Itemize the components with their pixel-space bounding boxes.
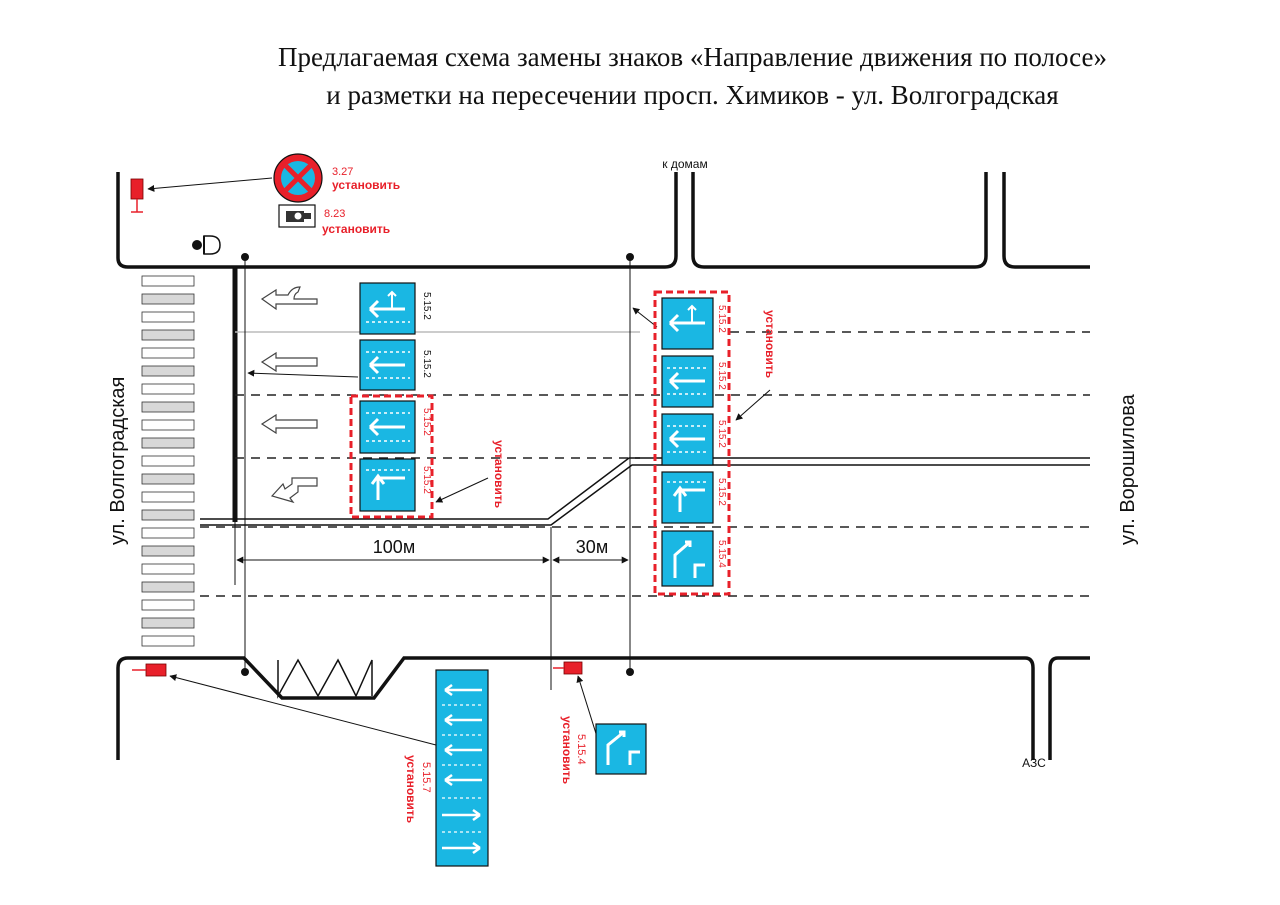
sign-code-r1: 5.15.2 (716, 305, 727, 333)
road-arrow-straight-2 (260, 413, 318, 435)
sign-code-r3: 5.15.2 (716, 420, 727, 448)
sign-5152-right-1 (661, 297, 714, 350)
sign-no-stopping-icon (273, 153, 323, 203)
poles (241, 253, 634, 690)
top-road-label: к домам (662, 157, 707, 171)
sign-code-2: 5.15.2 (421, 350, 432, 378)
sign-code-r2: 5.15.2 (716, 362, 727, 390)
sign-5152-second-left (359, 339, 416, 391)
diagram-title: Предлагаемая схема замены знаков «Направ… (0, 38, 1280, 114)
road-arrow-left-straight (260, 286, 318, 311)
sign-5152-right-4 (661, 471, 714, 524)
bottom-road-edge (116, 656, 1035, 760)
sign-327-code: 3.27 (332, 166, 353, 178)
sign-823-action: установить (322, 222, 390, 236)
sign-5152-third-left (359, 400, 416, 454)
sign-code-1: 5.15.2 (421, 292, 432, 320)
dimension-30m: 30м (576, 537, 608, 557)
install-frame-right (653, 290, 731, 596)
sign-5152-fourth-left (359, 458, 416, 512)
road-arrow-left-turn (270, 477, 318, 504)
road-arrow-straight-1 (260, 351, 318, 373)
title-line-2: и разметки на пересечении просп. Химиков… (326, 80, 1059, 110)
sign-327-action: установить (332, 178, 400, 192)
bottom-road-edge-right (1048, 656, 1090, 760)
install-bottom-code: 5.15.7 (420, 762, 432, 793)
install-5154-action: установить (560, 716, 574, 784)
sign-code-r4: 5.15.2 (716, 478, 727, 506)
top-road-edge-right (1002, 172, 1090, 269)
sign-5152-right-2 (661, 355, 714, 408)
title-line-1: Предлагаемая схема замены знаков «Направ… (278, 42, 1107, 72)
bus-stop-zigzag (277, 658, 373, 699)
red-installation-posts (130, 178, 583, 677)
gas-station-label: АЗС (1022, 756, 1046, 770)
sign-5154-bottom (595, 723, 647, 775)
dimension-lines (234, 522, 629, 585)
street-left-label: ул. Волгоградская (107, 377, 129, 545)
top-road-edge-mid (691, 172, 988, 269)
sign-5152-top-left (359, 282, 416, 335)
road-arrows (260, 286, 318, 504)
sign-823-code: 8.23 (324, 208, 345, 220)
sign-photo-video-icon (278, 204, 316, 228)
pedestrian-crossing (141, 275, 195, 647)
traffic-light-icon (192, 235, 221, 255)
sign-code-3: 5.15.2 (421, 408, 432, 436)
sign-5157-bottom (435, 669, 489, 867)
road-edges (116, 172, 1090, 760)
top-road-edge-left (116, 172, 678, 269)
install-bottom-action: установить (404, 755, 418, 823)
sign-code-4: 5.15.2 (421, 466, 432, 494)
dimension-100m: 100м (373, 537, 415, 557)
sign-5152-right-3 (661, 413, 714, 466)
pointer-lines (147, 177, 771, 746)
install-frame-left (349, 394, 434, 519)
lane-markings (200, 331, 1090, 597)
sign-code-r5: 5.15.4 (716, 540, 727, 568)
sign-5154-right (661, 530, 714, 587)
install-5154-code: 5.15.4 (575, 734, 587, 765)
install-label-left: установить (492, 440, 506, 508)
street-right-label: ул. Ворошилова (1117, 393, 1139, 545)
install-label-right: установить (763, 310, 777, 378)
